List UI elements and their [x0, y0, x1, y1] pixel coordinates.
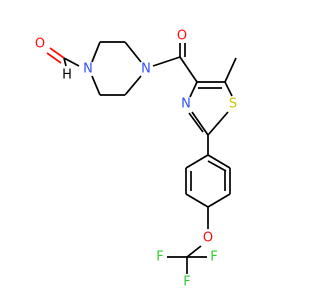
atom-piperazine-n1: N: [83, 62, 93, 77]
atom-ether-o: O: [203, 231, 213, 246]
atom-thiazole-s: S: [229, 97, 237, 112]
bond-bz-6: [185, 154, 209, 169]
atom-f2: F: [156, 250, 163, 265]
structure-svg: O H N N O N S O F F F: [35, 29, 237, 290]
atom-aldehyde-h: H: [62, 68, 72, 83]
bond-co-double-a: [49, 47, 65, 59]
bond-pip-6: [91, 75, 101, 96]
bond-bz-6b: [207, 160, 227, 172]
atom-f3: F: [210, 250, 217, 265]
bond-n-carbonyl: [152, 56, 181, 67]
bond-thz-s2: [207, 111, 229, 136]
bond-formyl-n: [63, 57, 80, 67]
atom-aldehyde-o: O: [35, 37, 45, 52]
bond-thz-n2: [189, 81, 198, 98]
bond-o-cf3: [186, 245, 202, 258]
bond-thz-n1b: [188, 112, 204, 133]
atom-f1: F: [183, 275, 190, 290]
molecule-diagram: O H N N O N S O F F F: [34, 28, 238, 290]
bond-carbonyl-ring: [179, 56, 198, 83]
atom-carbonyl-o: O: [177, 29, 187, 44]
bond-thz-s1: [224, 81, 233, 97]
bond-pip-1: [91, 41, 101, 63]
bond-pip-3: [124, 41, 142, 63]
bond-methyl: [224, 57, 237, 83]
bond-c-h: [63, 57, 67, 67]
atom-piperazine-n4: N: [141, 62, 151, 77]
bond-thz-n1: [191, 111, 209, 136]
atom-thiazole-n: N: [181, 97, 191, 112]
bond-pip-4: [124, 75, 142, 96]
bond-bz-3: [207, 193, 231, 208]
bond-bz-1: [207, 154, 231, 169]
bond-co-double-b: [46, 52, 62, 64]
bond-bz-4: [185, 193, 209, 208]
